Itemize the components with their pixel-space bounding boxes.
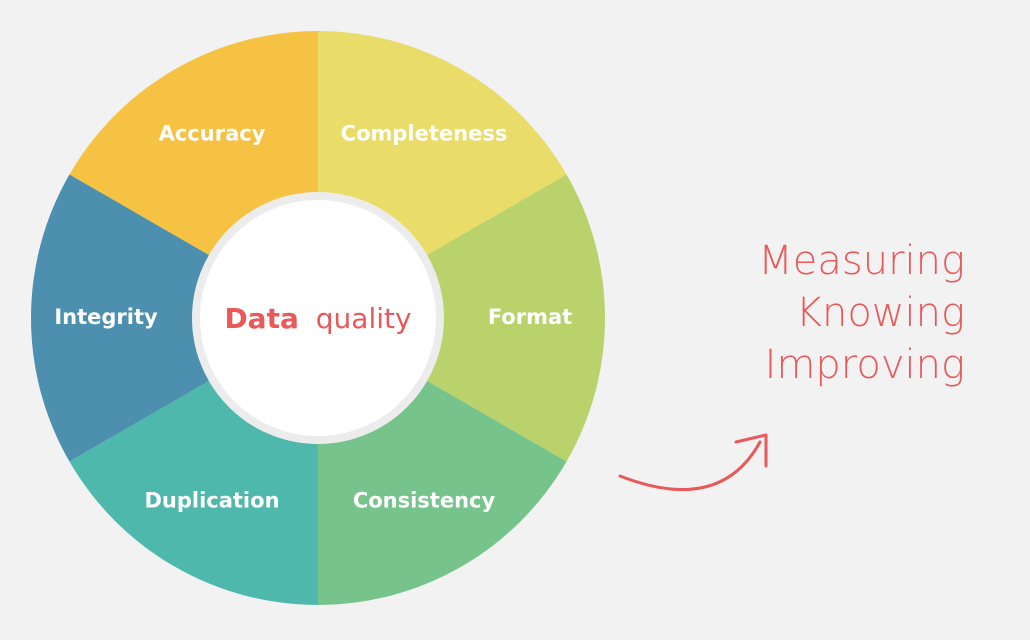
segment-label-duplication: Duplication [144,489,279,513]
center-title-strong: Data [224,302,298,335]
arrow-head-icon [734,433,768,468]
side-text-measuring: Measuring [758,238,965,284]
segment-label-format: Format [488,305,572,329]
segment-label-accuracy: Accuracy [159,121,266,145]
segment-label-completeness: Completeness [341,121,508,145]
curved-arrow-icon [618,440,762,492]
center-circle [192,192,444,444]
side-text-knowing: Knowing [796,290,965,336]
center-title-rest: quality [316,302,412,335]
side-text-improving: Improving [765,342,965,388]
segment-label-integrity: Integrity [54,305,158,329]
segment-label-consistency: Consistency [353,489,496,513]
center-title: Data quality [224,302,411,335]
segment-format [318,174,605,462]
segment-integrity [30,174,318,462]
